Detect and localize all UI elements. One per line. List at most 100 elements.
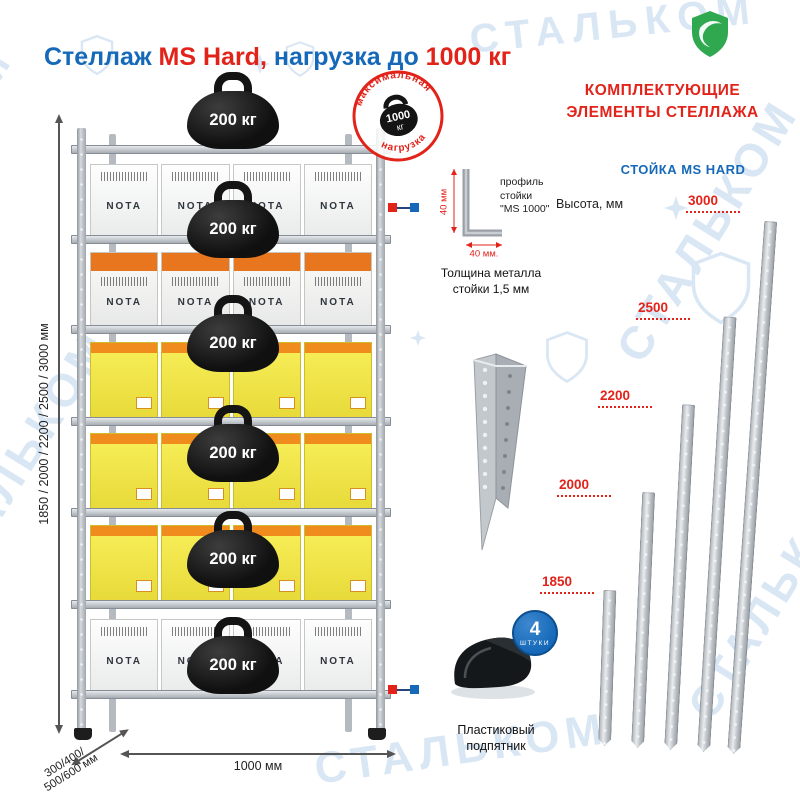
shelf-beam bbox=[71, 325, 391, 334]
paper-pack bbox=[161, 525, 230, 601]
post-height-label: 2200 bbox=[598, 388, 652, 408]
page-title: Стеллаж MS Hard, нагрузка до 1000 кг bbox=[44, 43, 511, 72]
barcode-stripe bbox=[101, 277, 148, 286]
box-brand-label: NOTA bbox=[106, 296, 142, 308]
shelf-products-row: NOTA NOTA NOTA NOTA bbox=[90, 164, 372, 236]
profile-dim-vertical: 40 мм bbox=[438, 188, 450, 216]
box-brand-label: NOTA bbox=[248, 200, 285, 212]
paper-pack bbox=[232, 525, 301, 601]
quantity-badge-label: ШТУКИ bbox=[519, 639, 550, 647]
connector-line bbox=[397, 689, 410, 691]
product-box: NOTA bbox=[303, 619, 372, 691]
stamp-kettlebell-handle bbox=[383, 94, 409, 109]
shelf-beam bbox=[71, 145, 391, 154]
post-section-title: СТОЙКА MS HARD bbox=[620, 162, 746, 177]
paper-pack bbox=[90, 433, 159, 509]
post-height-label: 2000 bbox=[557, 477, 611, 497]
rack-foot bbox=[368, 728, 386, 740]
profile-dim-horizontal: 40 мм. bbox=[469, 248, 499, 260]
paper-pack bbox=[303, 525, 372, 601]
connector-square-red bbox=[388, 203, 397, 212]
product-box: NOTA bbox=[90, 252, 159, 326]
barcode-stripe bbox=[243, 627, 290, 636]
product-box: NOTA bbox=[303, 252, 372, 326]
paper-pack bbox=[303, 433, 372, 509]
plastic-foot-photo bbox=[451, 637, 535, 699]
rack-front-post bbox=[376, 128, 385, 732]
sparkle-icon bbox=[250, 54, 270, 74]
brand-logo-shield-icon bbox=[692, 11, 728, 57]
title-segment: 1000 кг bbox=[425, 42, 512, 71]
shield-watermark-icon bbox=[546, 331, 588, 383]
box-brand-label: NOTA bbox=[248, 655, 285, 667]
connector-square-blue bbox=[410, 203, 419, 212]
width-dimension-line bbox=[120, 750, 396, 758]
shelf-beam bbox=[71, 690, 391, 699]
connector-square-blue bbox=[410, 685, 419, 694]
shelf-products-row bbox=[90, 342, 372, 418]
max-load-stamp: максимальная нагрузка 1000 кг bbox=[348, 62, 444, 162]
shelf-products-row bbox=[90, 525, 372, 601]
box-brand-label: NOTA bbox=[320, 200, 356, 212]
paper-pack bbox=[232, 433, 301, 509]
product-box: NOTA bbox=[90, 164, 159, 236]
title-segment: Стеллаж bbox=[44, 42, 159, 71]
post-height-label: 1850 bbox=[540, 574, 594, 594]
product-box: NOTA bbox=[303, 164, 372, 236]
product-box: NOTA bbox=[161, 252, 230, 326]
barcode-stripe bbox=[314, 172, 361, 181]
sparkle-icon bbox=[410, 330, 426, 346]
shelf-products-row: NOTA NOTA NOTA NOTA bbox=[90, 252, 372, 326]
product-box: NOTA bbox=[232, 164, 301, 236]
title-segment: MS Hard, bbox=[158, 42, 267, 71]
post-angle-photo bbox=[473, 353, 527, 551]
height-dimension-label: 1850 / 2000 / 2200 / 2500 / 3000 мм bbox=[37, 323, 51, 525]
stamp-weight-unit: кг bbox=[396, 121, 406, 132]
product-box: NOTA bbox=[232, 619, 301, 691]
title-segment: нагрузка до bbox=[266, 42, 426, 71]
box-brand-label: NOTA bbox=[320, 655, 356, 667]
shelf-products-row: NOTA NOTA NOTA NOTA bbox=[90, 619, 372, 691]
shield-watermark-icon bbox=[691, 251, 751, 325]
barcode-stripe bbox=[101, 627, 148, 636]
rack-front-post bbox=[77, 128, 86, 732]
shield-watermark-icon bbox=[285, 41, 315, 77]
box-brand-label: NOTA bbox=[106, 655, 142, 667]
box-brand-label: NOTA bbox=[177, 296, 214, 308]
barcode-stripe bbox=[314, 627, 361, 636]
height-dimension-line bbox=[55, 114, 63, 734]
upright-post bbox=[631, 492, 655, 748]
paper-pack bbox=[303, 342, 372, 418]
connector-line bbox=[397, 207, 410, 209]
box-brand-label: NOTA bbox=[248, 296, 285, 308]
quantity-badge-count: 4 bbox=[529, 618, 541, 640]
paper-pack bbox=[90, 525, 159, 601]
barcode-stripe bbox=[314, 277, 361, 286]
shelf-beam bbox=[71, 235, 391, 244]
barcode-stripe bbox=[243, 277, 290, 286]
thickness-note: Толщина металла стойки 1,5 мм bbox=[440, 266, 542, 296]
quantity-badge: 4 ШТУКИ bbox=[512, 610, 558, 656]
profile-label: профиль стойки "MS 1000" bbox=[500, 176, 550, 216]
components-header: КОМПЛЕКТУЮЩИЕ ЭЛЕМЕНТЫ СТЕЛЛАЖА bbox=[566, 82, 759, 121]
plastic-foot-caption: Пластиковый подпятник bbox=[457, 723, 535, 754]
stamp-weight-value: 1000 bbox=[385, 109, 411, 126]
box-brand-label: NOTA bbox=[177, 655, 214, 667]
box-brand-label: NOTA bbox=[320, 296, 356, 308]
paper-pack bbox=[161, 433, 230, 509]
rack-foot bbox=[74, 728, 92, 740]
brand-watermark: СТАЛЬКОМ bbox=[678, 458, 800, 728]
paper-pack bbox=[161, 342, 230, 418]
barcode-stripe bbox=[172, 277, 219, 286]
post-profile-drawing bbox=[451, 169, 502, 248]
product-box: NOTA bbox=[161, 619, 230, 691]
paper-pack bbox=[90, 342, 159, 418]
barcode-stripe bbox=[172, 627, 219, 636]
shelf-products-row bbox=[90, 433, 372, 509]
paper-pack bbox=[232, 342, 301, 418]
box-brand-label: NOTA bbox=[177, 200, 214, 212]
sparkle-icon bbox=[664, 196, 688, 220]
